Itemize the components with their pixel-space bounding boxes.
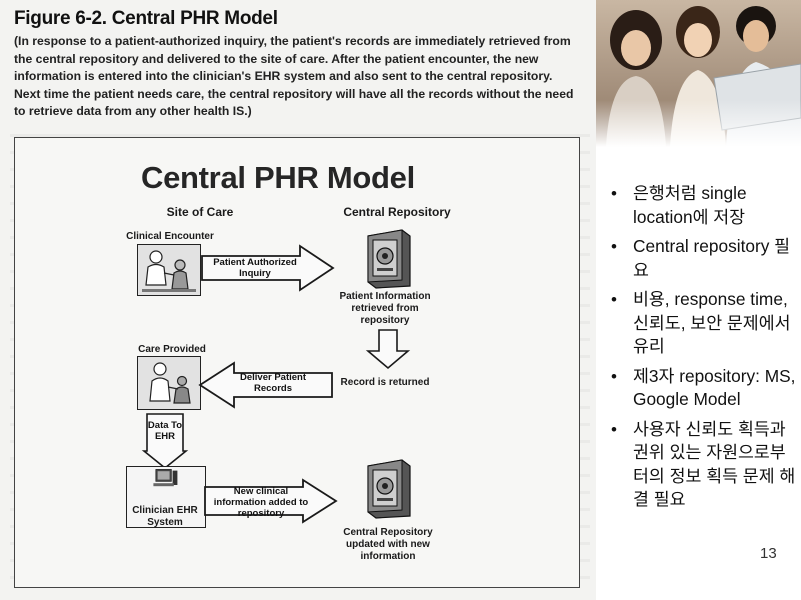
deliver-patient-records-label: Deliver Patient Records <box>240 372 306 394</box>
new-info-arrow <box>203 478 338 524</box>
right-panel: • 은행처럼 single location에 저장 • Central repos… <box>596 0 801 600</box>
vault-icon <box>367 229 411 289</box>
record-is-returned-label: Record is returned <box>340 377 430 388</box>
bullet-text: 비용, response time, 신뢰도, 보안 문제에서 유리 <box>633 289 791 356</box>
deliver-records-arrow <box>198 361 334 409</box>
bullet-marker: • <box>611 290 617 309</box>
bullet-text: 제3자 repository: MS, Google Model <box>633 365 796 410</box>
site-of-care-label: Site of Care <box>166 205 234 219</box>
bullet-text: 사용자 신뢰도 획득과 권위 있는 자원으로부터의 정보 획득 문제 해결 필요 <box>633 418 796 510</box>
people-at-laptop-photo <box>596 0 801 147</box>
central-repository-updated-label: Central Repository updated with new info… <box>343 527 433 562</box>
computer-icon <box>142 467 190 489</box>
down-arrow <box>365 329 411 370</box>
patient-inquiry-arrow <box>200 244 335 292</box>
doctor-patient-icon <box>138 245 200 295</box>
bullet-item: • 사용자 신뢰도 획득과 권위 있는 자원으로부터의 정보 획득 문제 해결 필… <box>605 418 797 512</box>
bullet-item: • Central repository 필요 <box>605 235 797 282</box>
care-provided-label: Care Provided <box>138 344 206 355</box>
scanned-page: Figure 6-2. Central PHR Model (In respon… <box>0 0 596 600</box>
vault-icon <box>367 459 411 519</box>
page-number: 13 <box>760 545 777 562</box>
caregiver-icon <box>138 357 200 409</box>
bullet-item: • 비용, response time, 신뢰도, 보안 문제에서 유리 <box>605 288 797 359</box>
figure-title: Figure 6-2. Central PHR Model <box>14 8 278 29</box>
data-to-ehr-arrow <box>141 413 189 470</box>
bullet-item: • 제3자 repository: MS, Google Model <box>605 365 797 412</box>
repository-vault-top <box>362 228 412 290</box>
care-provided-illustration <box>137 356 201 410</box>
diagram-title: Central PHR Model <box>141 160 415 195</box>
data-to-ehr-label: Data To EHR <box>147 420 183 442</box>
photo-illustration <box>596 0 801 147</box>
repository-vault-bottom <box>362 458 412 520</box>
clinician-ehr-system-box <box>126 466 206 528</box>
bullet-marker: • <box>611 366 617 386</box>
bullet-marker: • <box>611 419 617 439</box>
clinician-ehr-system-label: Clinician EHR System <box>132 505 198 528</box>
bullet-text: Central repository 필요 <box>633 236 791 280</box>
new-clinical-information-label: New clinical information added to reposi… <box>213 486 309 519</box>
bullet-item: • 은행처럼 single location에 저장 <box>605 182 797 229</box>
figure-caption: (In response to a patient-authorized inq… <box>14 34 574 118</box>
bullet-list: • 은행처럼 single location에 저장 • Central repos… <box>605 182 797 518</box>
bullet-marker: • <box>611 237 617 256</box>
bullet-marker: • <box>611 184 617 203</box>
central-repository-label: Central Repository <box>343 205 451 219</box>
clinical-encounter-illustration <box>137 244 201 296</box>
patient-authorized-inquiry-label: Patient Authorized Inquiry <box>213 257 297 279</box>
patient-information-retrieved-label: Patient Information retrieved from repos… <box>339 291 431 326</box>
bullet-text: 은행처럼 single location에 저장 <box>633 183 747 227</box>
clinical-encounter-label: Clinical Encounter <box>126 231 214 242</box>
